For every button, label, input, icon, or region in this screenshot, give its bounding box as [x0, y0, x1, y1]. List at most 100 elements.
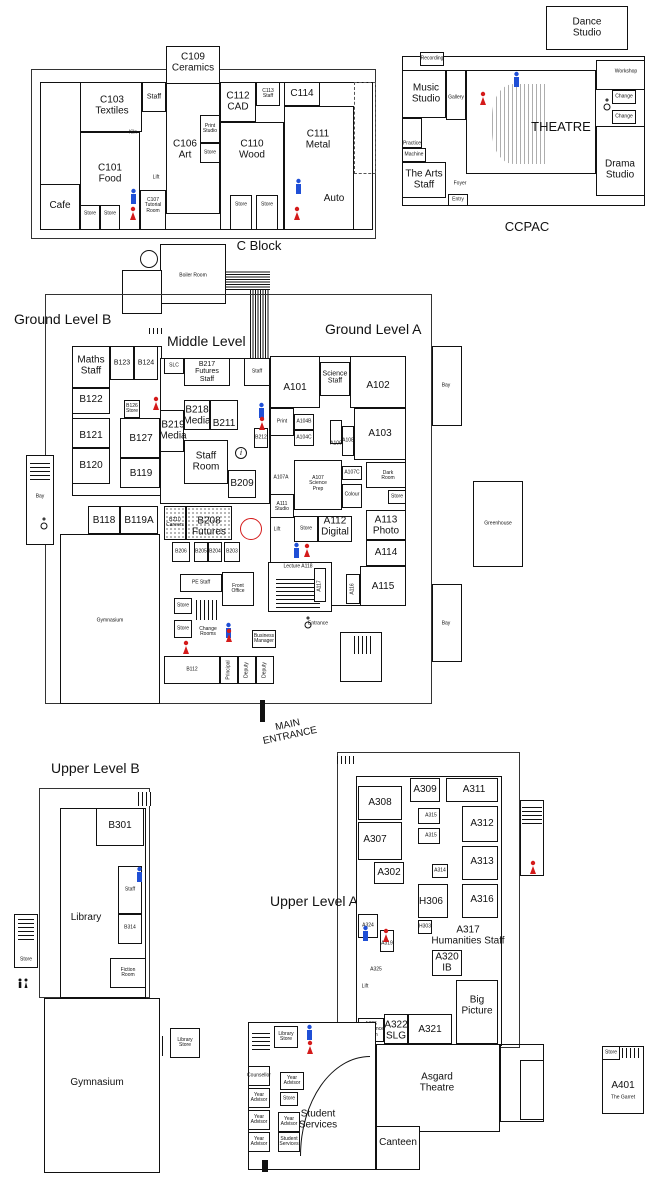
room-ua-library-store[interactable] [274, 1026, 298, 1048]
room-c114[interactable] [284, 82, 320, 106]
room-a302[interactable] [374, 862, 404, 884]
room-slc[interactable] [164, 358, 184, 374]
room-b122[interactable] [72, 388, 110, 414]
room-b206[interactable] [172, 542, 190, 562]
room-a103[interactable] [354, 408, 406, 460]
room-arts-staff[interactable] [402, 162, 446, 198]
room-music-studio[interactable] [402, 70, 446, 118]
room-c101-store1[interactable] [80, 205, 100, 230]
room-deputy2[interactable] [256, 656, 274, 684]
room-a107c[interactable] [342, 466, 362, 480]
room-bay-a2[interactable] [432, 584, 462, 662]
room-pe-store2[interactable] [174, 620, 192, 638]
room-pe-staff[interactable] [180, 574, 222, 592]
room-a115[interactable] [360, 566, 406, 606]
room-a322[interactable] [384, 1014, 408, 1044]
room-deputy1[interactable] [238, 656, 256, 684]
room-c-staff[interactable] [142, 82, 166, 112]
room-a104c[interactable] [294, 430, 314, 446]
room-a104b[interactable] [294, 414, 314, 430]
room-front-office[interactable] [222, 572, 254, 606]
room-canteen[interactable] [376, 1126, 420, 1170]
room-c106-store[interactable] [200, 143, 220, 163]
info-point[interactable]: i [235, 447, 247, 459]
room-machine[interactable] [402, 148, 426, 162]
room-ua-store[interactable] [280, 1092, 298, 1106]
room-fiction[interactable] [110, 958, 146, 988]
room-big-picture[interactable] [456, 980, 498, 1044]
room-a-store2[interactable] [294, 516, 318, 542]
room-dance-studio[interactable] [546, 6, 628, 50]
room-business-manager[interactable] [252, 630, 276, 648]
room-b119[interactable] [120, 458, 160, 488]
room-c110-store1[interactable] [230, 195, 252, 230]
room-a111[interactable] [270, 494, 294, 518]
room-c101-store2[interactable] [100, 205, 120, 230]
room-a-store-dark[interactable] [388, 490, 406, 504]
room-staff-room[interactable] [184, 440, 228, 484]
room-year-adv1[interactable] [280, 1072, 304, 1090]
room-middle-staff[interactable] [244, 358, 270, 386]
room-bay-a1[interactable] [432, 346, 462, 426]
room-b124[interactable] [134, 346, 158, 380]
room-a106[interactable] [330, 420, 342, 444]
room-b121[interactable] [72, 418, 110, 448]
room-counsellor[interactable] [248, 1066, 270, 1086]
room-b217[interactable] [184, 358, 230, 386]
room-b123[interactable] [110, 346, 134, 380]
room-asgard-theatre[interactable] [376, 1044, 500, 1132]
room-change2[interactable] [612, 110, 636, 124]
room-a314[interactable] [432, 864, 448, 878]
room-a315a[interactable] [418, 808, 440, 824]
room-c-cafe[interactable] [40, 184, 80, 230]
room-b203[interactable] [224, 542, 240, 562]
room-drama-studio[interactable] [596, 126, 645, 196]
room-print-studio[interactable] [200, 115, 220, 143]
room-b314[interactable] [118, 914, 142, 944]
room-a320[interactable] [432, 950, 462, 976]
room-a107[interactable] [294, 460, 342, 510]
room-colour[interactable] [342, 484, 362, 508]
room-b208[interactable] [186, 506, 232, 540]
room-a114[interactable] [366, 540, 406, 566]
room-a315b[interactable] [418, 828, 440, 844]
room-b126[interactable] [124, 400, 140, 418]
room-practice[interactable] [402, 118, 422, 148]
room-b119a[interactable] [120, 506, 158, 534]
room-a309[interactable] [410, 778, 440, 802]
room-h306[interactable] [418, 884, 448, 918]
room-workshop[interactable] [596, 60, 645, 90]
room-dark-room[interactable] [366, 462, 406, 488]
room-b219[interactable] [160, 410, 184, 452]
room-a102[interactable] [350, 356, 406, 408]
room-maths-staff[interactable] [72, 346, 110, 388]
room-principal[interactable] [220, 656, 238, 684]
room-greenhouse[interactable] [473, 481, 523, 567]
room-b218[interactable] [184, 400, 210, 430]
room-a112[interactable] [318, 516, 352, 542]
room-a311[interactable] [446, 778, 498, 802]
room-pe-store1[interactable] [174, 598, 192, 614]
room-a308[interactable] [358, 786, 402, 820]
room-a316[interactable] [462, 884, 498, 918]
room-ua-right-bay2[interactable] [520, 1060, 544, 1120]
room-a312[interactable] [462, 806, 498, 842]
room-b112[interactable] [164, 656, 220, 684]
room-student-services-box[interactable] [278, 1132, 300, 1152]
room-print[interactable] [270, 408, 294, 436]
room-a117[interactable] [314, 568, 326, 602]
room-c109[interactable] [166, 46, 220, 84]
room-a108[interactable] [342, 426, 354, 456]
room-garret-store[interactable] [602, 1046, 620, 1060]
room-gymnasium-ground[interactable] [60, 534, 160, 704]
room-recording[interactable] [420, 52, 444, 66]
room-library-store-ub[interactable] [170, 1028, 200, 1058]
room-c107[interactable] [140, 190, 166, 230]
room-a321[interactable] [408, 1014, 452, 1044]
room-b210[interactable] [164, 506, 186, 540]
room-h303[interactable] [418, 920, 432, 934]
main-entrance-marker[interactable] [260, 700, 265, 722]
room-a101[interactable] [270, 356, 320, 408]
room-b209[interactable] [228, 470, 256, 498]
room-year-adv3[interactable] [248, 1110, 270, 1130]
